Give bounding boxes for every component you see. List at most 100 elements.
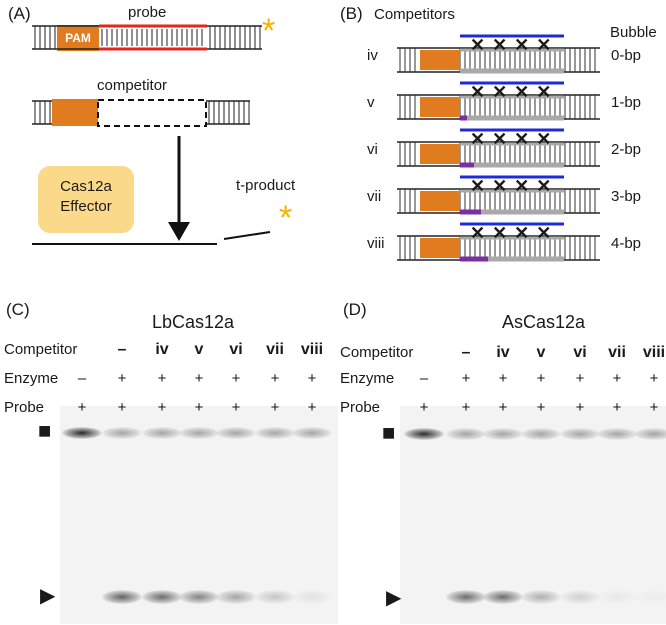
- gel-band-full-probe: [597, 428, 637, 440]
- lane-probe-value: +: [231, 399, 241, 416]
- reaction-arrow-head: [168, 222, 190, 241]
- competitor-label: competitor: [97, 77, 168, 94]
- lane-competitor-value: vi: [229, 341, 243, 358]
- panel-d-probe-row-label: Probe: [340, 399, 381, 416]
- competitor-rungs: [34, 101, 250, 124]
- lane-probe-value: +: [194, 399, 204, 416]
- effector-line-2: Effector: [60, 198, 112, 215]
- t-product-short-strand: [223, 231, 271, 240]
- bubble-size-label: 0-bp: [611, 47, 642, 64]
- gel-band-cleaved-product: [292, 590, 332, 604]
- gel-band-cleaved-product: [560, 590, 600, 604]
- competitor-row-label: viii: [367, 235, 385, 252]
- lane-enzyme-value: +: [231, 370, 241, 387]
- lane-enzyme-value: +: [649, 370, 659, 387]
- lane-enzyme-value: +: [270, 370, 280, 387]
- competitor-row-label: vii: [367, 188, 382, 205]
- mismatch-crosses: ✕✕✕✕: [470, 35, 559, 55]
- pam-box: PAM: [57, 25, 99, 51]
- lane-enzyme-value: –: [77, 370, 87, 387]
- effector-line-1: Cas12a: [60, 178, 112, 195]
- pam-box: [420, 238, 460, 258]
- lane-competitor-value: vii: [608, 344, 626, 361]
- t-product-label: t-product: [236, 177, 296, 194]
- gel-band-full-probe: [255, 427, 295, 439]
- competitor-row-label: v: [367, 94, 375, 111]
- gel-c: [60, 406, 338, 624]
- panel-c-label: (C): [6, 300, 30, 319]
- lane-enzyme-value: +: [307, 370, 317, 387]
- lane-probe-value: +: [498, 399, 508, 416]
- gel-band-cleaved-product: [142, 590, 182, 604]
- lane-enzyme-value: –: [419, 370, 429, 387]
- pam-box: [420, 144, 460, 164]
- lane-enzyme-value: +: [461, 370, 471, 387]
- lane-enzyme-value: +: [612, 370, 622, 387]
- gel-band-cleaved-product: [634, 590, 666, 604]
- probe-label-star: *: [262, 12, 276, 50]
- panel-c-title: LbCas12a: [152, 312, 235, 332]
- panel-c-competitor-row-label: Competitor: [4, 341, 78, 358]
- competitor-dashed-region: [97, 99, 207, 127]
- lane-enzyme-value: +: [536, 370, 546, 387]
- panel-d-title: AsCas12a: [502, 312, 586, 332]
- lane-probe-value: +: [649, 399, 659, 416]
- pam-label: PAM: [65, 31, 91, 45]
- lane-probe-value: +: [536, 399, 546, 416]
- gel-band-full-probe: [102, 427, 142, 439]
- lane-probe-value: +: [77, 399, 87, 416]
- panel-d-full-probe-marker: ■: [382, 420, 396, 445]
- gel-band-cleaved-product: [446, 590, 486, 604]
- gel-band-cleaved-product: [216, 590, 256, 604]
- lane-competitor-value: iv: [155, 341, 169, 358]
- gel-band-full-probe: [179, 427, 219, 439]
- lane-enzyme-value: +: [575, 370, 585, 387]
- bubble-size-label: 3-bp: [611, 188, 642, 205]
- panel-d-competitor-row-label: Competitor: [340, 344, 414, 361]
- gel-band-full-probe: [446, 428, 486, 440]
- lane-competitor-value: –: [117, 341, 127, 358]
- competitor-row-label: iv: [367, 47, 378, 64]
- panel-c-cleaved-product-marker: ▶: [40, 585, 56, 607]
- lane-enzyme-value: +: [194, 370, 204, 387]
- mismatch-crosses: ✕✕✕✕: [470, 82, 559, 102]
- gel-band-full-probe: [216, 427, 256, 439]
- lane-competitor-value: v: [194, 341, 204, 358]
- lane-competitor-value: iv: [496, 344, 510, 361]
- lane-competitor-value: vi: [573, 344, 587, 361]
- gel-band-cleaved-product: [483, 590, 523, 604]
- product-label-star: *: [279, 199, 293, 237]
- gel-d: [400, 406, 666, 624]
- lane-enzyme-value: +: [157, 370, 167, 387]
- lane-probe-value: +: [612, 399, 622, 416]
- lane-probe-value: +: [270, 399, 280, 416]
- probe-label: probe: [128, 4, 167, 21]
- pam-box: [420, 50, 460, 70]
- gel-band-full-probe: [521, 428, 561, 440]
- panel-c-enzyme-row-label: Enzyme: [4, 370, 59, 387]
- lane-competitor-value: viii: [300, 341, 324, 358]
- mismatch-crosses: ✕✕✕✕: [470, 176, 559, 196]
- mismatch-crosses: ✕✕✕✕: [470, 223, 559, 243]
- lane-probe-value: +: [307, 399, 317, 416]
- gel-band-cleaved-product: [102, 590, 142, 604]
- panel-b-label: (B): [340, 4, 363, 23]
- mismatch-crosses: ✕✕✕✕: [470, 129, 559, 149]
- gel-band-cleaved-product: [179, 590, 219, 604]
- bubble-size-label: 4-bp: [611, 235, 642, 252]
- gel-band-full-probe: [560, 428, 600, 440]
- panel-c-probe-row-label: Probe: [4, 399, 45, 416]
- panel-d-cleaved-product-marker: ▶: [386, 587, 402, 609]
- panel-c-full-probe-marker: ■: [38, 418, 52, 443]
- lane-enzyme-value: +: [498, 370, 508, 387]
- gel-band-cleaved-product: [521, 590, 561, 604]
- lane-probe-value: +: [461, 399, 471, 416]
- lane-competitor-value: viii: [642, 344, 666, 361]
- panel-d-enzyme-row-label: Enzyme: [340, 370, 395, 387]
